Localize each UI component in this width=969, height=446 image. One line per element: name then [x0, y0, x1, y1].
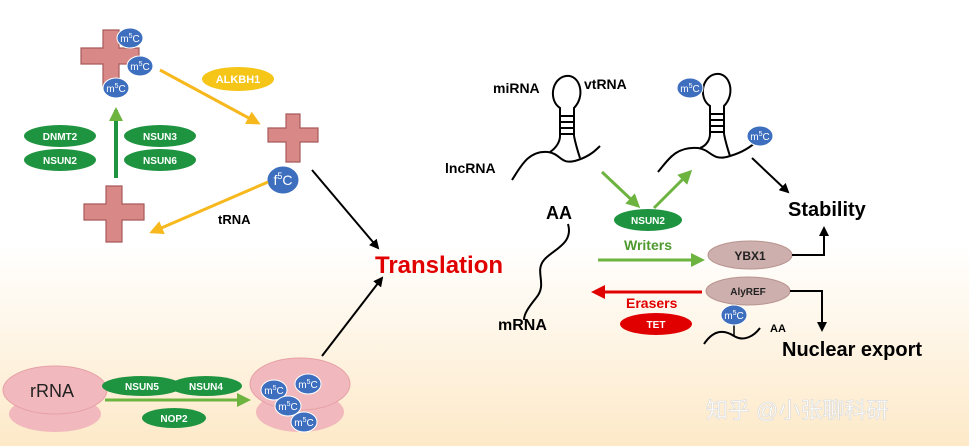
rrna-label: rRNA	[30, 381, 74, 401]
svg-text:AlyREF: AlyREF	[730, 287, 766, 298]
nsun4-pill: NSUN4	[170, 376, 242, 396]
nsun2-out-arrow	[652, 169, 693, 210]
svg-text:DNMT2: DNMT2	[43, 132, 78, 143]
dnmt2-pill: DNMT2	[24, 125, 96, 147]
svg-text:NSUN6: NSUN6	[143, 156, 177, 167]
trna-to-translation-arrow	[311, 169, 380, 250]
mrna-strand	[523, 223, 571, 321]
nsun2-right-pill: NSUN2	[614, 209, 682, 231]
svg-text:m5C: m5C	[120, 33, 139, 45]
lncrna-label: lncRNA	[445, 160, 496, 176]
trna-unmodified-shape	[83, 185, 145, 243]
mrna-label: mRNA	[498, 317, 547, 334]
trna-label: tRNA	[218, 212, 251, 227]
svg-text:m5C: m5C	[294, 417, 313, 429]
mrna-small-strand	[703, 327, 761, 345]
svg-text:NSUN4: NSUN4	[189, 382, 223, 393]
f5c-bubble: f5C	[266, 165, 300, 195]
svg-text:NOP2: NOP2	[160, 414, 188, 425]
svg-text:YBX1: YBX1	[734, 249, 766, 263]
m5c-bubble: m5C	[260, 379, 288, 401]
alyref-to-export-arrow	[790, 290, 827, 332]
alkbh1-pill: ALKBH1	[202, 67, 274, 91]
ybx1-pill: YBX1	[707, 240, 793, 270]
m5c-bubble: m5C	[274, 395, 302, 417]
nsun2-pill: NSUN2	[24, 149, 96, 171]
nsun5-pill: NSUN5	[102, 376, 182, 396]
svg-text:m5C: m5C	[278, 401, 297, 413]
aa-label: AA	[546, 203, 572, 223]
trna-f5c-shape	[267, 113, 319, 163]
ncrna-hairpin-methylated	[657, 72, 759, 173]
svg-text:NSUN2: NSUN2	[631, 216, 665, 227]
vtrna-label: vtRNA	[584, 76, 627, 92]
rrna-to-translation-arrow	[321, 276, 384, 357]
nsun2-in-arrow	[600, 170, 641, 209]
svg-text:NSUN2: NSUN2	[43, 156, 77, 167]
svg-text:f5C: f5C	[273, 171, 292, 188]
svg-text:m5C: m5C	[750, 131, 769, 143]
nsun3-pill: NSUN3	[124, 125, 196, 147]
svg-text:m5C: m5C	[106, 83, 125, 95]
demod-arrow	[149, 180, 269, 235]
nuclear-export-label: Nuclear export	[782, 339, 922, 361]
m5c-bubble: m5C	[746, 125, 774, 147]
m5c-bubble: m5C	[676, 77, 704, 99]
svg-text:NSUN5: NSUN5	[125, 382, 159, 393]
m5c-bubble: m5C	[290, 411, 318, 433]
alkbh1-arrow	[159, 68, 261, 125]
m5c-bubble: m5C	[126, 55, 154, 77]
nop2-pill: NOP2	[142, 408, 206, 428]
svg-text:m5C: m5C	[264, 385, 283, 397]
alyref-pill: AlyREF	[705, 276, 791, 306]
svg-text:NSUN3: NSUN3	[143, 132, 177, 143]
svg-text:m5C: m5C	[298, 379, 317, 391]
ybx1-to-stability-arrow	[792, 226, 829, 256]
m5c-bubble: m5C	[102, 77, 130, 99]
svg-text:m5C: m5C	[130, 61, 149, 73]
m5c-bubble: m5C	[116, 27, 144, 49]
nsun6-pill: NSUN6	[124, 149, 196, 171]
svg-text:m5C: m5C	[680, 83, 699, 95]
svg-text:ALKBH1: ALKBH1	[216, 74, 261, 86]
aa-small-label: AA	[770, 323, 786, 335]
mirna-label: miRNA	[493, 80, 540, 96]
translation-title: Translation	[375, 252, 503, 279]
svg-text:m5C: m5C	[724, 310, 743, 322]
erasers-label: Erasers	[626, 295, 678, 311]
watermark: 知乎 @小张聊科研	[706, 398, 888, 423]
rrna-unmodified-shape	[2, 365, 108, 432]
m5c-bubble: m5C	[720, 304, 748, 326]
stability-label: Stability	[788, 199, 867, 221]
m5c-bubble: m5C	[294, 373, 322, 395]
writers-label: Writers	[624, 237, 672, 253]
svg-text:TET: TET	[647, 320, 666, 331]
hairpin-to-stability-arrow	[751, 157, 790, 194]
tet-pill: TET	[620, 313, 692, 335]
ncrna-hairpin	[511, 74, 601, 181]
